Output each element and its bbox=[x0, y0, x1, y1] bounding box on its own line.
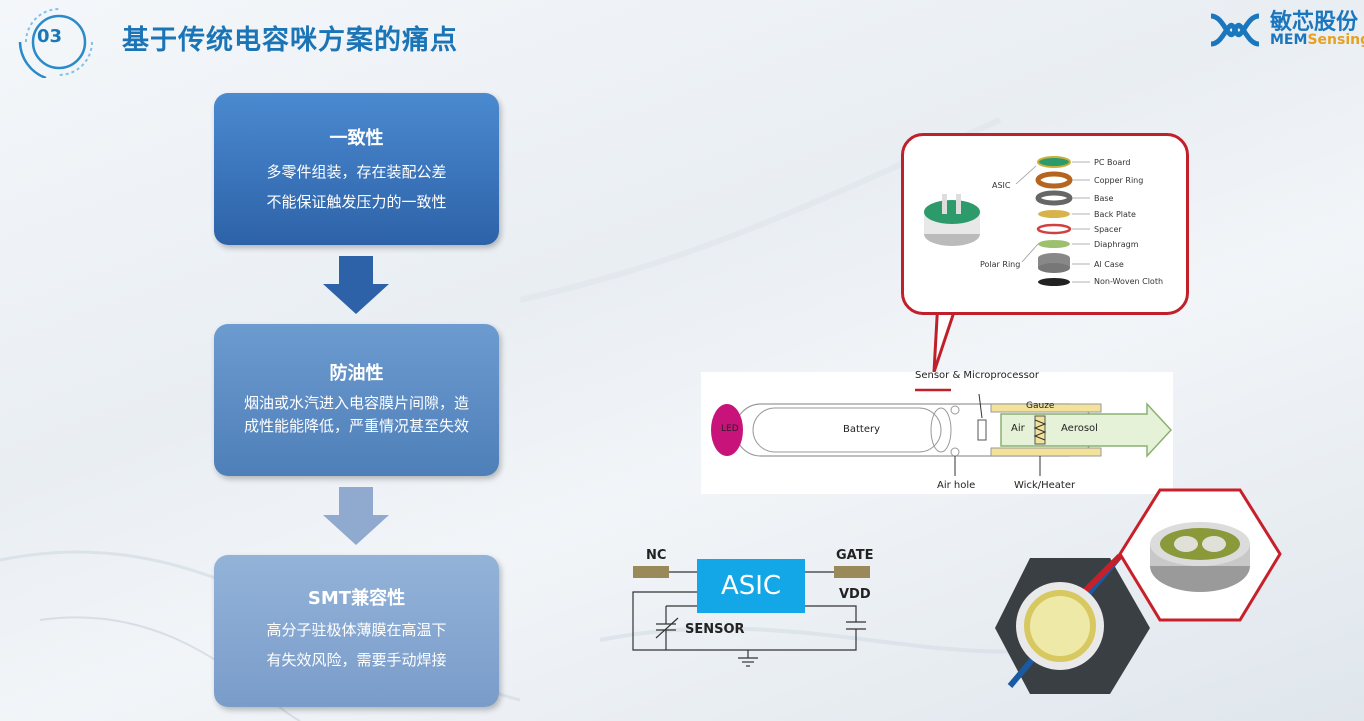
logo-text-en: MEMSensing bbox=[1270, 32, 1364, 48]
gauze-label: Gauze bbox=[1026, 401, 1055, 411]
nc-label: NC bbox=[646, 548, 667, 563]
battery-label: Battery bbox=[843, 424, 881, 435]
down-arrow-icon bbox=[323, 256, 389, 314]
exploded-view-callout: ASIC Polar Ring PC Board Copper Ring Bas… bbox=[901, 133, 1189, 315]
pain-point-card-oil-resistance: 防油性 烟油或水汽进入电容膜片间隙，造 成性能能降低，严重情况甚至失效 bbox=[214, 324, 499, 476]
card-line: 多零件组装，存在装配公差 bbox=[266, 163, 447, 181]
section-number: 03 bbox=[37, 26, 63, 47]
part-label: Non-Woven Cloth bbox=[1094, 277, 1164, 286]
card-line: 成性能能降低，严重情况甚至失效 bbox=[243, 417, 469, 435]
gate-label: GATE bbox=[836, 548, 874, 563]
product-hexagon-images bbox=[995, 488, 1282, 694]
asic-circuit-diagram bbox=[632, 566, 870, 667]
part-label: Copper Ring bbox=[1094, 176, 1144, 185]
part-label: Back Plate bbox=[1094, 210, 1136, 219]
card-line: 高分子驻极体薄膜在高温下 bbox=[266, 621, 447, 639]
card-title: 防油性 bbox=[329, 363, 384, 384]
asic-chip-box: ASIC bbox=[697, 559, 805, 613]
part-label: Al Case bbox=[1094, 260, 1124, 269]
card-line: 不能保证触发压力的一致性 bbox=[266, 193, 447, 211]
air-label: Air bbox=[1011, 423, 1025, 434]
down-arrow-icon bbox=[323, 487, 389, 545]
card-line: 烟油或水汽进入电容膜片间隙，造 bbox=[243, 394, 469, 412]
sensor-label: SENSOR bbox=[685, 622, 745, 637]
pain-point-card-consistency: 一致性 多零件组装，存在装配公差 不能保证触发压力的一致性 bbox=[214, 93, 499, 245]
part-label: Spacer bbox=[1094, 225, 1122, 234]
vdd-label: VDD bbox=[839, 587, 871, 602]
aerosol-label: Aerosol bbox=[1061, 423, 1098, 434]
section-badge-icon bbox=[18, 8, 93, 78]
e-cigarette-diagram: Sensor & Microprocessor LED Battery Gauz… bbox=[701, 370, 1173, 494]
led-label: LED bbox=[721, 424, 739, 434]
part-label: PC Board bbox=[1094, 158, 1131, 167]
air-hole-label: Air hole bbox=[937, 480, 976, 491]
capacitor-mic-exploded-diagram bbox=[924, 156, 1090, 286]
card-title: 一致性 bbox=[329, 128, 384, 149]
sensor-label: Sensor & Microprocessor bbox=[915, 370, 1040, 381]
card-line: 有失效风险，需要手动焊接 bbox=[266, 651, 447, 669]
logo-text-cn: 敏芯股份 bbox=[1270, 10, 1359, 35]
asic-label: ASIC bbox=[992, 181, 1011, 190]
pain-point-card-smt-compatibility: SMT兼容性 高分子驻极体薄膜在高温下 有失效风险，需要手动焊接 bbox=[214, 555, 499, 707]
memsensing-logo-icon bbox=[1210, 13, 1260, 47]
card-title: SMT兼容性 bbox=[307, 588, 406, 609]
wick-heater-label: Wick/Heater bbox=[1014, 480, 1076, 491]
part-label: Base bbox=[1094, 194, 1114, 203]
polar-ring-label: Polar Ring bbox=[980, 260, 1021, 269]
part-label: Diaphragm bbox=[1094, 240, 1139, 249]
page-title: 基于传统电容咪方案的痛点 bbox=[122, 25, 458, 56]
e-cigarette-drawing bbox=[711, 388, 1173, 476]
